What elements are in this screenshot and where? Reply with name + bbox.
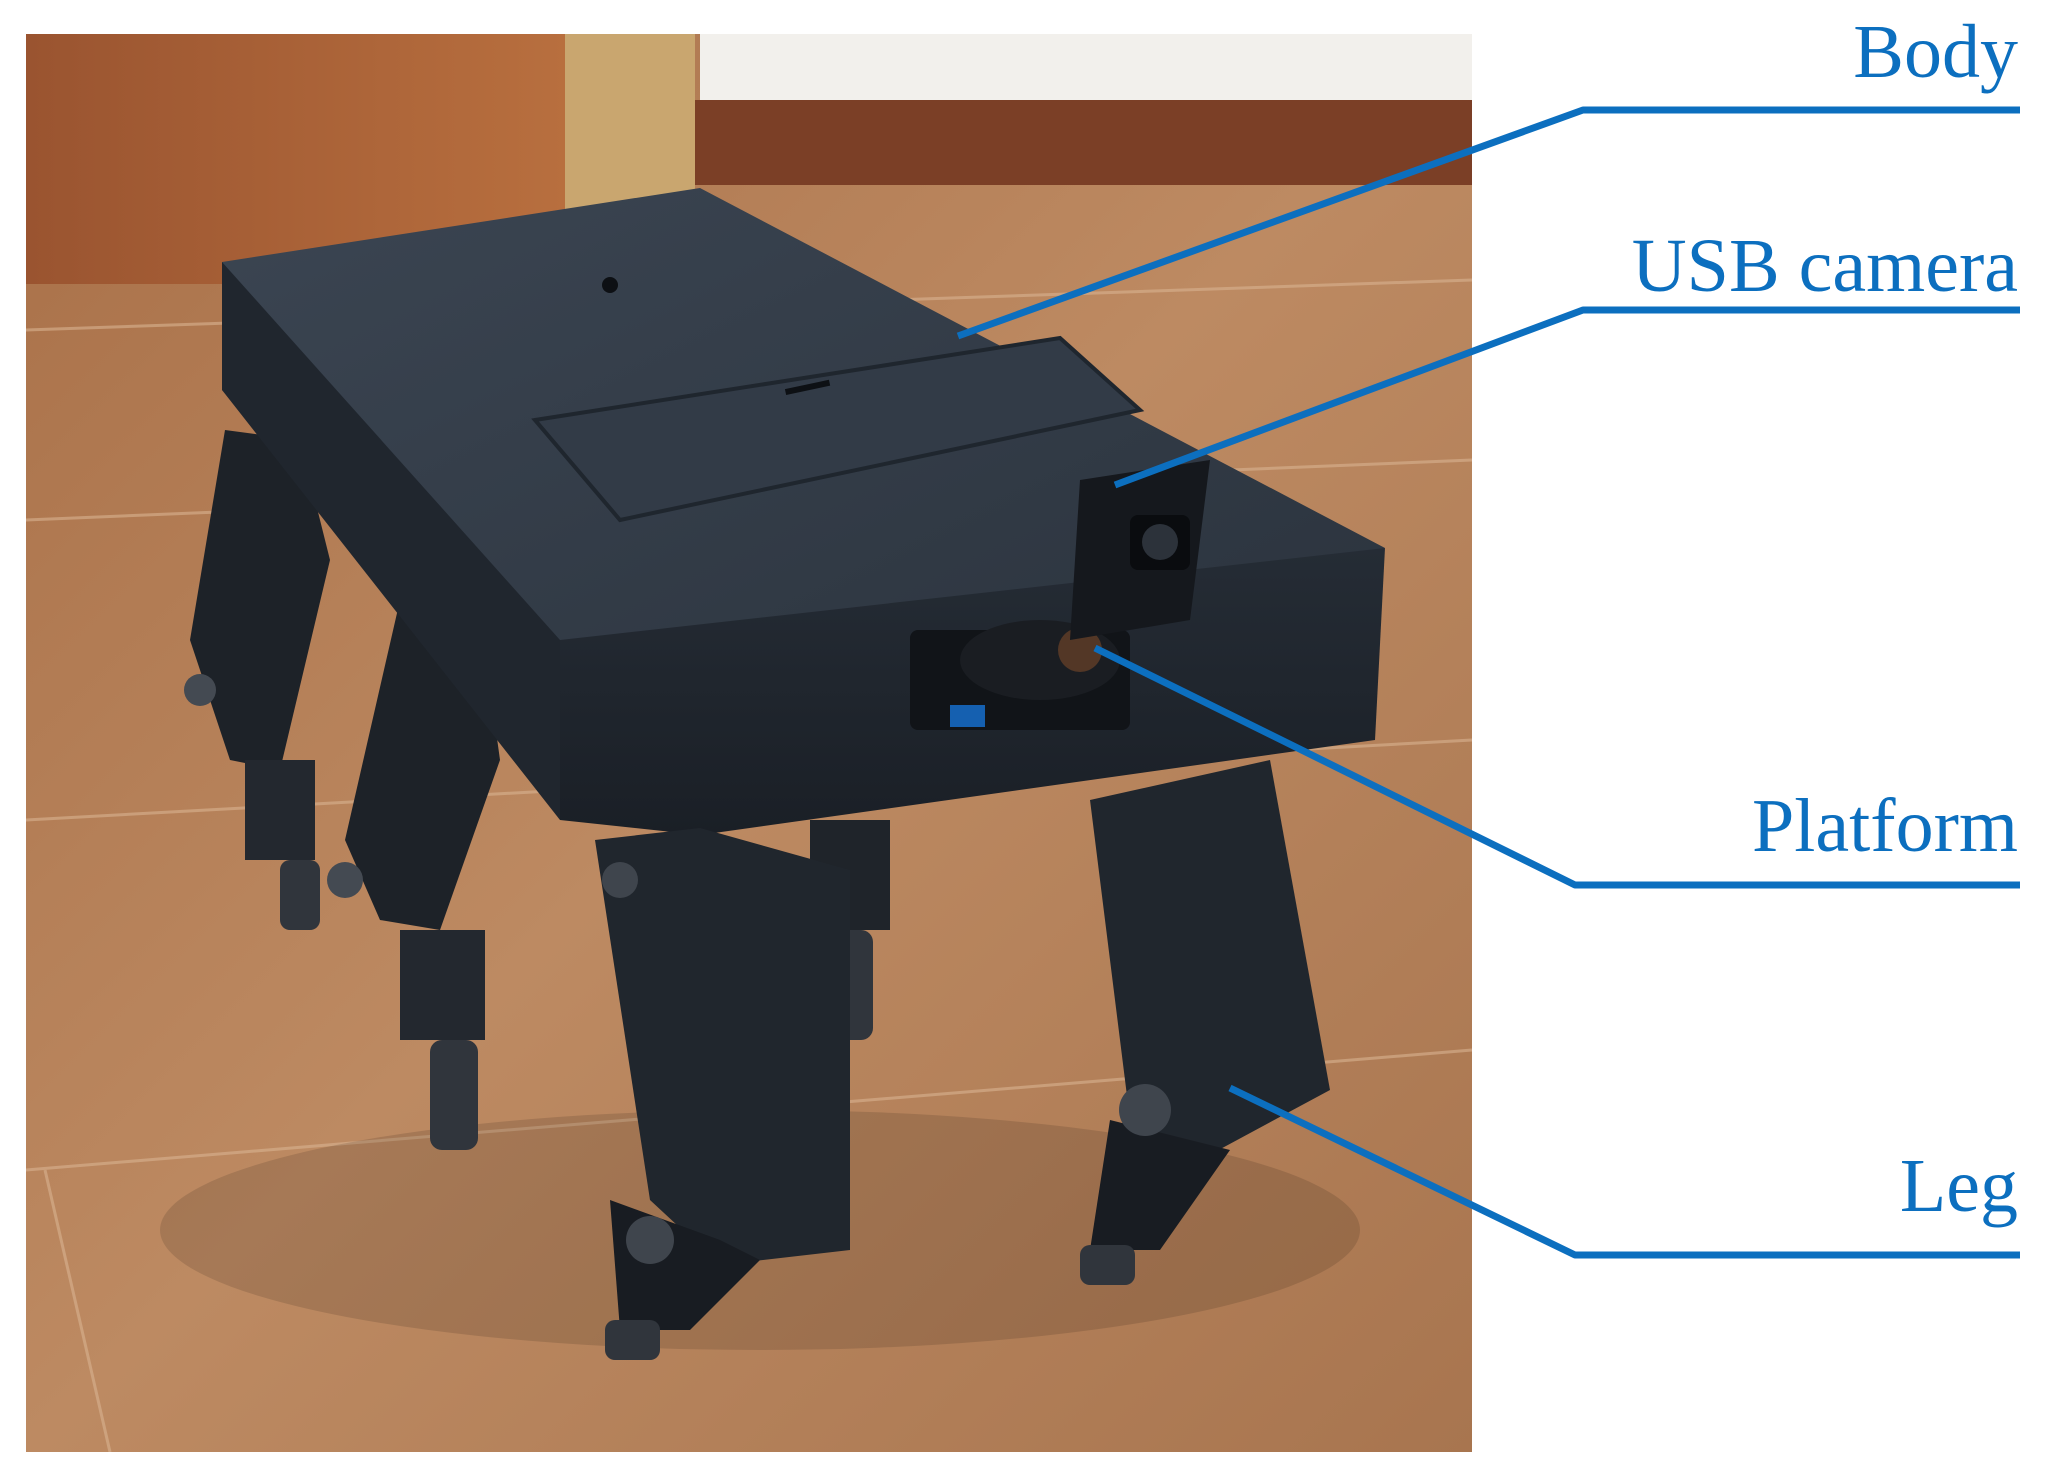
back-leg-left <box>184 430 330 930</box>
usb-camera <box>1070 460 1210 640</box>
label-body: Body <box>1853 10 2018 94</box>
label-usb-camera: USB camera <box>1631 224 2018 308</box>
front-leg-left <box>595 828 850 1360</box>
door-frame <box>565 34 695 214</box>
pan-tilt-platform <box>910 620 1130 730</box>
label-leg: Leg <box>1899 1144 2018 1228</box>
wall <box>700 34 1472 109</box>
body-hole <box>602 277 618 293</box>
callout-line-leg <box>1228 1084 2020 1259</box>
callout-line-body <box>956 106 2020 340</box>
callout-line-usb-camera <box>1113 306 2020 489</box>
body-cover <box>531 335 1145 523</box>
body-slot <box>784 379 831 396</box>
front-leg-right <box>1080 760 1330 1285</box>
body-side <box>222 262 560 820</box>
callout-line-platform <box>1093 644 2020 889</box>
label-platform: Platform <box>1752 784 2018 868</box>
baseboard <box>690 100 1472 185</box>
